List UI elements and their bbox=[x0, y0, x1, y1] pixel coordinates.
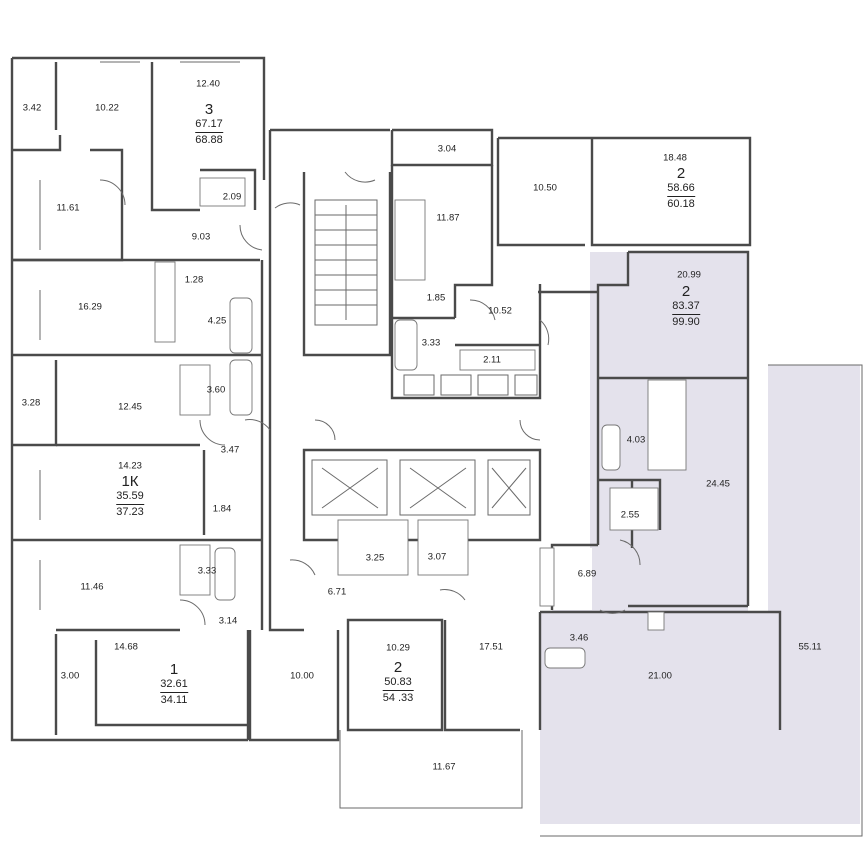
rooms-count: 1 bbox=[169, 661, 179, 678]
rooms-count: 2 bbox=[676, 165, 686, 182]
room-area: 1.84 bbox=[212, 503, 232, 515]
room-area: 10.29 bbox=[386, 642, 410, 654]
walls-core bbox=[248, 128, 542, 742]
room-area: 4.03 bbox=[626, 434, 646, 446]
room-area: 3.07 bbox=[427, 551, 447, 563]
room-area: 14.23 bbox=[118, 460, 142, 472]
room-area: 2.11 bbox=[483, 354, 501, 366]
room-area: 3.25 bbox=[365, 552, 385, 564]
room-area: 1.28 bbox=[184, 274, 204, 286]
terrace-fill bbox=[540, 612, 848, 824]
total-area: 68.88 bbox=[195, 134, 223, 146]
total-area: 60.18 bbox=[667, 198, 695, 210]
room-area: 10.50 bbox=[533, 182, 557, 194]
walls-left-block bbox=[12, 62, 264, 740]
balcony-outline bbox=[339, 730, 523, 809]
room-area: 24.45 bbox=[706, 478, 730, 490]
stairs bbox=[314, 199, 378, 326]
apartment-1k-label: 1К 35.59 37.23 bbox=[116, 474, 144, 518]
room-area: 11.67 bbox=[432, 761, 456, 773]
room-area: 2.09 bbox=[222, 191, 242, 203]
apartment-1-label: 1 32.61 34.11 bbox=[160, 662, 188, 706]
room-area: 3.14 bbox=[218, 615, 238, 627]
total-area: 34.11 bbox=[160, 694, 188, 706]
room-area: 21.00 bbox=[648, 670, 672, 682]
total-area: 54 .33 bbox=[382, 692, 414, 704]
outer-wall-left-lower bbox=[54, 634, 248, 735]
apartment-2-right-label: 2 83.37 99.90 bbox=[672, 284, 700, 328]
room-area: 11.87 bbox=[436, 212, 460, 224]
room-area: 3.33 bbox=[421, 337, 441, 349]
room-area: 4.25 bbox=[207, 315, 227, 327]
room-area: 18.48 bbox=[663, 152, 687, 164]
living-area: 67.17 bbox=[195, 119, 223, 133]
living-area: 35.59 bbox=[116, 491, 144, 505]
room-area: 3.28 bbox=[21, 397, 41, 409]
doors bbox=[99, 171, 641, 626]
windows-left bbox=[39, 61, 240, 610]
bath-fill bbox=[552, 548, 592, 610]
room-area: 16.29 bbox=[78, 301, 102, 313]
outer-wall-left bbox=[10, 56, 266, 742]
living-area: 50.83 bbox=[382, 677, 414, 691]
rooms-count: 1К bbox=[121, 473, 139, 490]
room-area: 10.52 bbox=[488, 305, 512, 317]
room-area: 17.51 bbox=[479, 641, 503, 653]
living-area: 58.66 bbox=[667, 183, 695, 197]
room-area: 12.45 bbox=[118, 401, 142, 413]
room-area: 14.68 bbox=[114, 641, 138, 653]
total-area: 37.23 bbox=[116, 506, 144, 518]
room-area: 3.04 bbox=[437, 143, 457, 155]
room-area: 55.11 bbox=[798, 641, 822, 653]
rooms-count: 2 bbox=[681, 283, 691, 300]
rooms-count: 3 bbox=[204, 101, 214, 118]
room-area: 2.55 bbox=[620, 509, 640, 521]
room-area: 20.99 bbox=[677, 269, 701, 281]
room-area: 10.22 bbox=[95, 102, 119, 114]
room-area: 11.61 bbox=[56, 202, 80, 214]
room-area: 3.42 bbox=[22, 102, 42, 114]
apartment-2-bottom-label: 2 50.83 54 .33 bbox=[382, 659, 414, 704]
apartment-2-top-label: 2 58.66 60.18 bbox=[667, 166, 695, 210]
terrace-outline bbox=[540, 364, 863, 837]
room-area: 12.40 bbox=[196, 78, 220, 90]
total-area: 99.90 bbox=[672, 316, 700, 328]
room-area: 11.46 bbox=[80, 581, 104, 593]
walls-right-middle bbox=[390, 128, 752, 400]
room-area: 1.85 bbox=[426, 292, 446, 304]
living-area: 83.37 bbox=[672, 301, 700, 315]
rooms-count: 2 bbox=[393, 659, 403, 676]
room-area: 3.47 bbox=[220, 444, 240, 456]
room-area: 9.03 bbox=[191, 231, 211, 243]
room-area: 3.33 bbox=[197, 565, 217, 577]
elevators bbox=[311, 459, 531, 516]
room-area: 10.00 bbox=[290, 670, 314, 682]
storage-row bbox=[403, 374, 538, 396]
fixtures bbox=[154, 177, 687, 669]
room-area: 6.71 bbox=[327, 586, 347, 598]
room-area: 6.89 bbox=[577, 568, 597, 580]
room-area: 3.60 bbox=[206, 384, 226, 396]
apartment-3-label: 3 67.17 68.88 bbox=[195, 102, 223, 146]
living-area: 32.61 bbox=[160, 679, 188, 693]
room-area: 3.46 bbox=[569, 632, 589, 644]
room-area: 3.00 bbox=[60, 670, 80, 682]
